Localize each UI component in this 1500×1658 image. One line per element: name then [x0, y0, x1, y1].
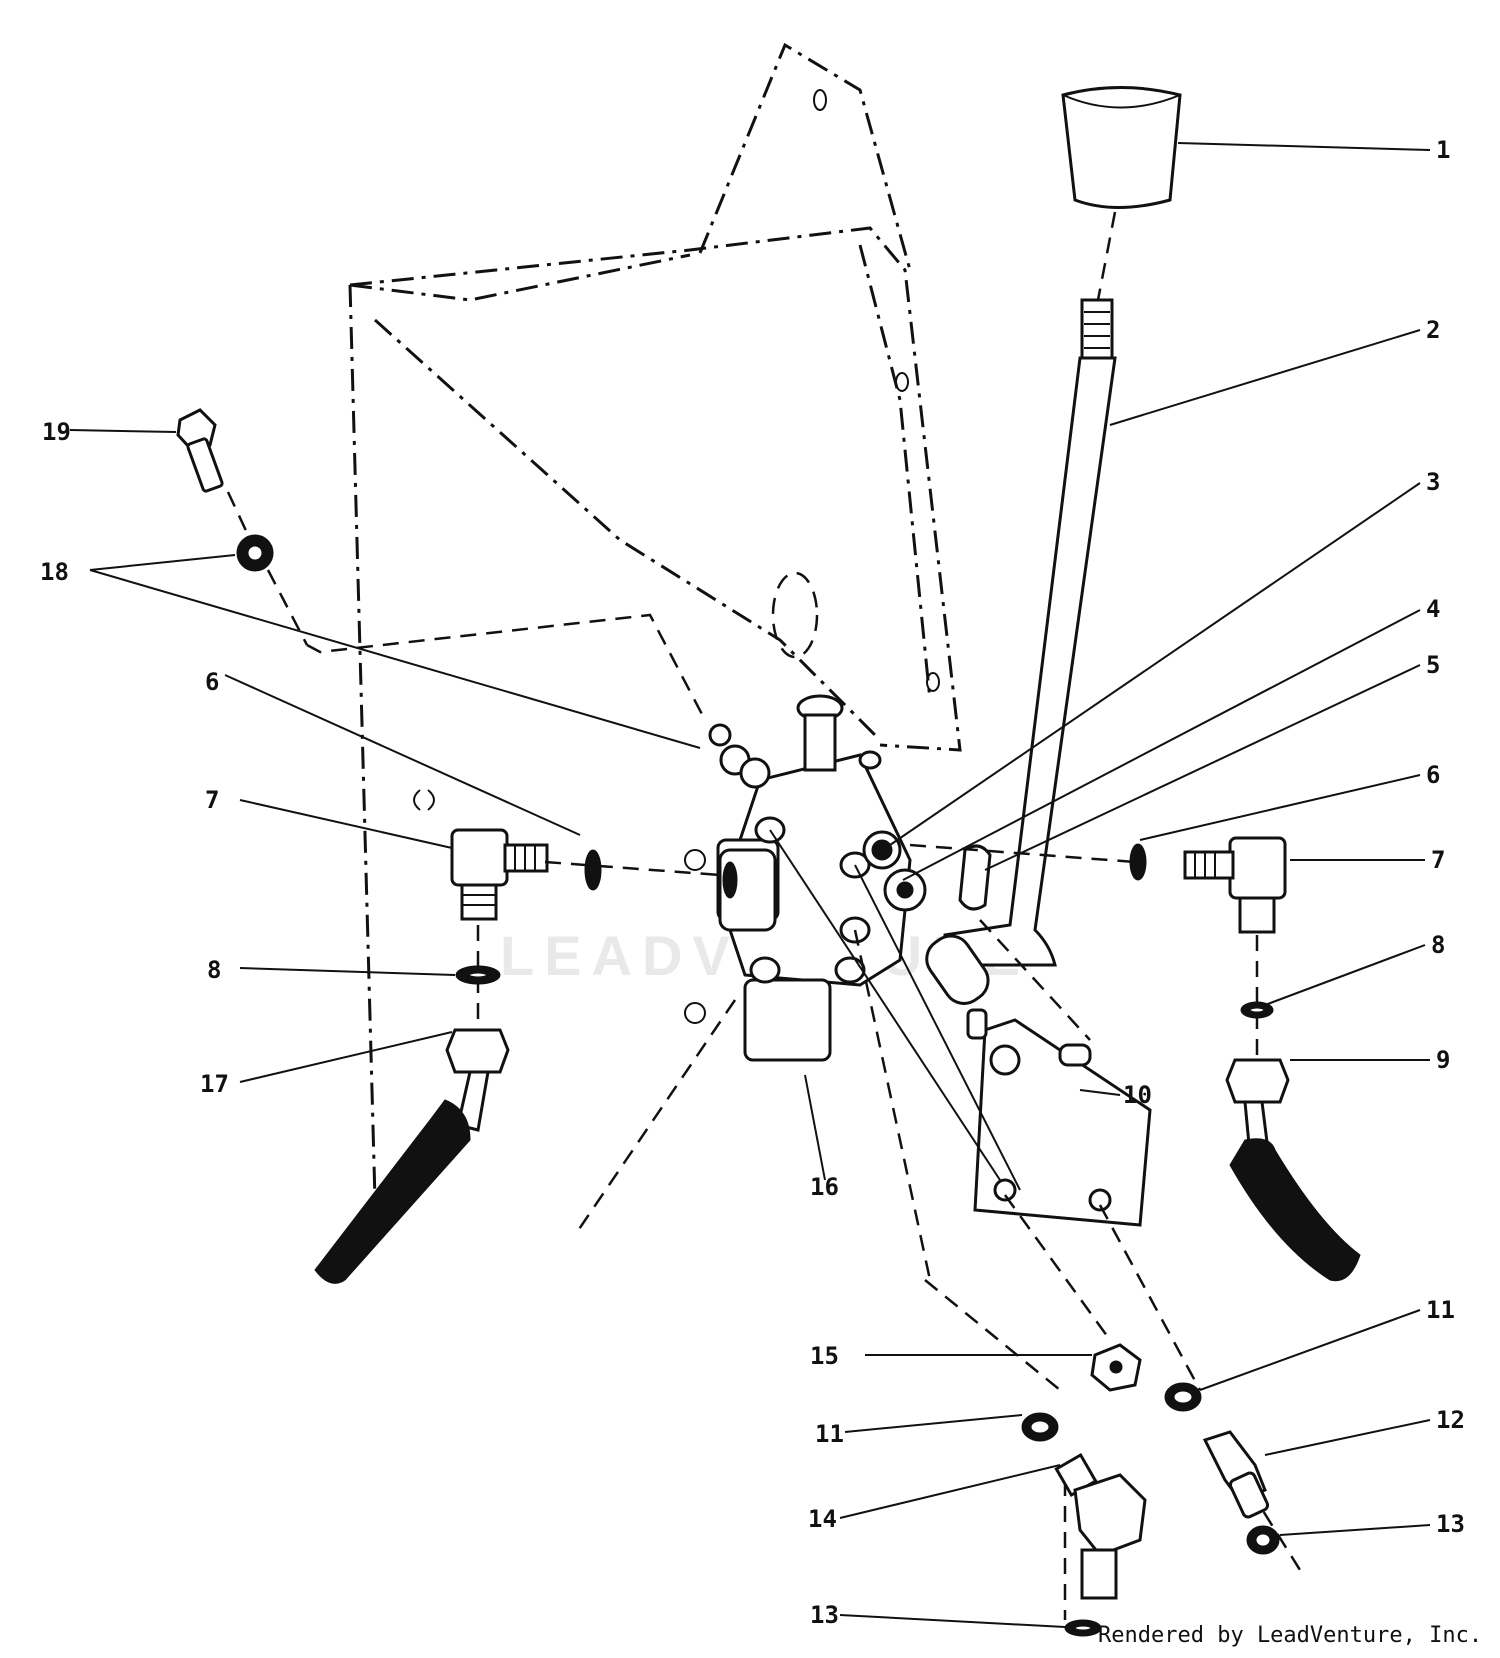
mounting-plate [966, 1008, 1152, 1227]
callout-15: 15 [810, 1342, 839, 1370]
callout-8-left: 8 [207, 956, 221, 984]
leader-lines [69, 142, 1431, 1628]
callout-14: 14 [808, 1505, 837, 1533]
callout-13-right: 13 [1436, 1510, 1465, 1538]
callout-11-left: 11 [815, 1420, 844, 1448]
callout-2: 2 [1426, 316, 1440, 344]
mounting-bracket-outline [306, 42, 962, 1236]
render-credit: Rendered by LeadVenture, Inc. [1098, 1623, 1482, 1648]
valve-fittings [862, 830, 992, 1005]
elbow-left [450, 828, 549, 921]
callout-9: 9 [1436, 1046, 1450, 1074]
callout-10: 10 [1123, 1081, 1152, 1109]
callout-7-right: 7 [1431, 846, 1445, 874]
callout-1: 1 [1436, 136, 1450, 164]
hose-right [1225, 1058, 1361, 1282]
callout-5: 5 [1426, 651, 1440, 679]
callout-6-right: 6 [1426, 761, 1440, 789]
callout-8-right: 8 [1431, 931, 1445, 959]
bolt [176, 408, 224, 493]
callout-17: 17 [200, 1070, 229, 1098]
straight-fitting [1202, 1430, 1270, 1519]
callout-4: 4 [1426, 595, 1440, 623]
callout-13-bottom: 13 [810, 1601, 839, 1629]
knob [1061, 86, 1182, 209]
left-port [718, 848, 777, 932]
callout-16: 16 [810, 1173, 839, 1201]
callout-7-left: 7 [205, 786, 219, 814]
callout-3: 3 [1426, 468, 1440, 496]
callout-12: 12 [1436, 1406, 1465, 1434]
elbow-right [1183, 836, 1287, 934]
callout-19: 19 [42, 418, 71, 446]
callout-11-right: 11 [1426, 1296, 1455, 1324]
elbow-bottom [1054, 1452, 1147, 1600]
callout-labels: 1 2 3 4 5 6 6 7 7 8 8 9 10 11 11 12 13 1… [40, 136, 1465, 1629]
hose-left [314, 1028, 510, 1284]
o-ring-left [584, 849, 602, 891]
callout-18: 18 [40, 558, 69, 586]
callout-6-left: 6 [205, 668, 219, 696]
bolt-washer [236, 534, 274, 572]
